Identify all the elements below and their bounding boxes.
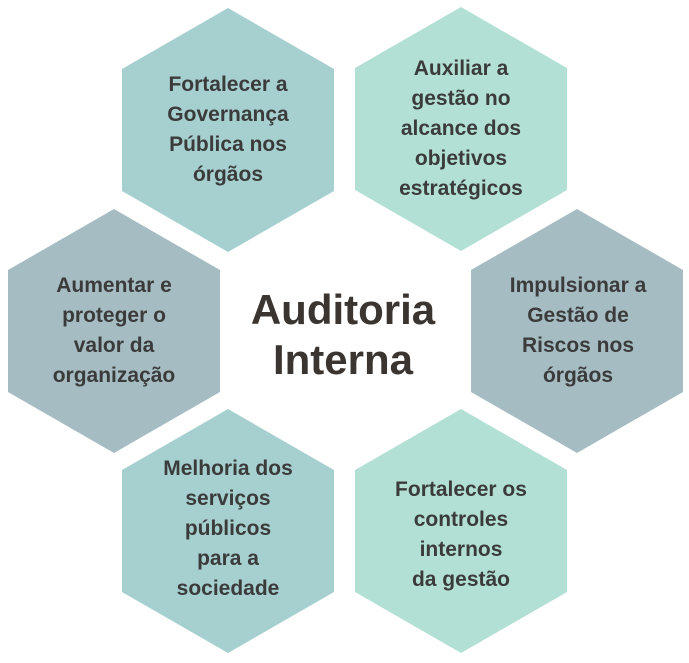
hexagon-fill (471, 209, 683, 453)
hex-node-middle-right (471, 209, 683, 453)
hex-node-top-left (122, 8, 334, 252)
hex-node-bottom-right (355, 409, 567, 653)
hex-label-bottom-left: Melhoria dos serviços públicos para a so… (163, 457, 293, 600)
hexagon-fill (122, 8, 334, 252)
hexagon-fill (355, 409, 567, 653)
hexagon-shape (8, 209, 220, 453)
hex-node-middle-left (8, 209, 220, 453)
hexagon-fill (122, 409, 334, 653)
hex-label-middle-left: Aumentar e proteger o valor da organizaç… (52, 274, 176, 387)
hexagon-shape (355, 7, 567, 251)
hex-label-bottom-right: Fortalecer os controles internos da gest… (395, 478, 527, 591)
hex-label-top-left: Fortalecer a Governança Pública nos órgã… (167, 73, 289, 186)
hexagon-shape (355, 409, 567, 653)
hex-label-top-right: Auxiliar a gestão no alcance dos objetiv… (399, 57, 523, 200)
hex-node-top-right (355, 7, 567, 251)
hexagon-shape (122, 8, 334, 252)
hexagon-fill (355, 7, 567, 251)
hexagon-shape (122, 409, 334, 653)
center-title: Auditoria Interna (250, 286, 436, 383)
hexagon-shape (471, 209, 683, 453)
hexagon-fill (8, 209, 220, 453)
hex-node-bottom-left (122, 409, 334, 653)
hex-label-middle-right: Impulsionar a Gestão de Riscos nos órgão… (509, 274, 647, 387)
